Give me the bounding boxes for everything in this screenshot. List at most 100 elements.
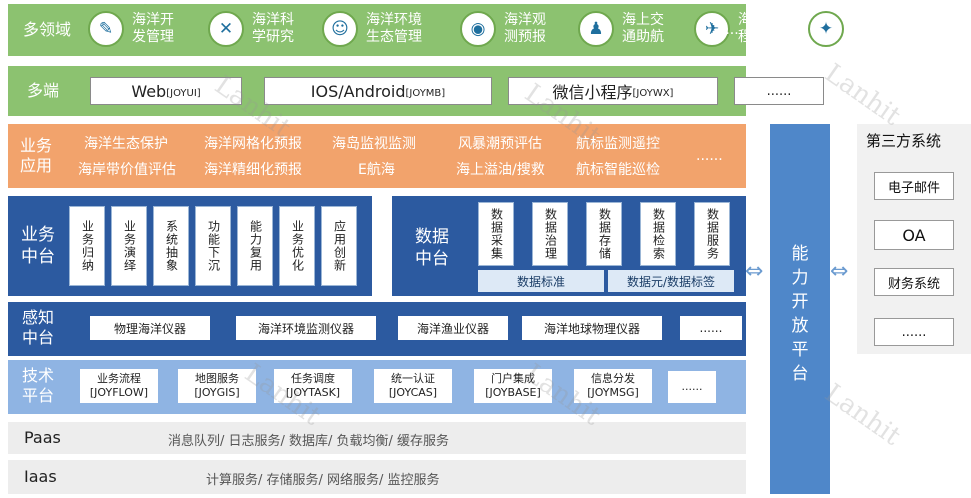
data-center-item[interactable]: 数据服务 <box>694 202 730 266</box>
domain-item[interactable]: ✈海洋工程建设 <box>694 11 798 47</box>
terminal-web[interactable]: Web[JOYUI] <box>90 77 242 105</box>
data-center-item[interactable]: 数据治理 <box>532 202 568 266</box>
domain-item[interactable]: ✕海洋科学研究 <box>208 11 312 47</box>
business-app-item[interactable]: 风暴潮预评估 <box>458 136 542 152</box>
people-group-icon: ♟ <box>578 11 614 47</box>
business-app-item[interactable]: 海洋精细化预报 <box>204 162 302 178</box>
terminal-more[interactable]: ...... <box>734 77 824 105</box>
business-center-item[interactable]: 功能下沉 <box>195 206 231 286</box>
perception-instrument[interactable]: 物理海洋仪器 <box>90 316 210 340</box>
business-apps-band: 业务 应用 海洋生态保护 海洋网格化预报 海岛监视监测 风暴潮预评估 航标监测遥控 海岸… <box>8 124 746 188</box>
terminal-wechat-tag: [JOYWX] <box>632 87 674 99</box>
domain-item-label-line: 通助航 <box>622 29 664 45</box>
business-center-item[interactable]: 业务优化 <box>279 206 315 286</box>
terminal-wechat[interactable]: 微信小程序[JOYWX] <box>508 77 718 105</box>
business-apps-label-2: 应用 <box>19 156 52 175</box>
business-center-item[interactable]: 业务演绎 <box>111 206 147 286</box>
domain-item-label-line: 发管理 <box>132 29 174 45</box>
domain-band: 多领域 ✎海洋开发管理 ✕海洋科学研究 ☺海洋环境生态管理 ◉海洋观测预报 ♟ 海上交通助… <box>8 4 894 56</box>
tech-service-code: [JOYGIS] <box>194 386 240 399</box>
third-party-finance[interactable]: 财务系统 <box>874 268 954 296</box>
domain-item-label-line: 海洋科 <box>252 12 294 28</box>
business-app-item[interactable]: 海洋网格化预报 <box>204 136 302 152</box>
paas-label: Paas <box>24 428 61 447</box>
tech-service[interactable]: 地图服务[JOYGIS] <box>178 369 256 403</box>
data-center-band: 数据 中台 数据采集数据治理数据存储数据检索数据服务 数据标准 数据元/数据标签 <box>392 196 746 296</box>
tech-service[interactable]: 门户集成[JOYBASE] <box>474 369 552 403</box>
open-platform-label: 能力开放平台 <box>791 244 809 384</box>
domain-item-label-line: 业养殖 <box>852 29 894 45</box>
business-center-item[interactable]: 能力复用 <box>237 206 273 286</box>
business-center-item[interactable]: 业务归纳 <box>69 206 105 286</box>
domain-item[interactable]: ✦海洋渔业养殖 <box>808 11 912 47</box>
iaas-band: Iaas 计算服务/ 存储服务/ 网络服务/ 监控服务 <box>8 460 746 494</box>
data-center-label-2: 中台 <box>415 249 449 269</box>
domain-item-label-line: 学研究 <box>252 29 294 45</box>
tech-service[interactable]: 任务调度[JOYTASK] <box>274 369 352 403</box>
business-center-item[interactable]: 系统抽象 <box>153 206 189 286</box>
domain-item[interactable]: ♟ 海上交通助航 <box>578 11 682 47</box>
domain-item-label: 海洋工程建设 <box>738 12 798 46</box>
domain-item[interactable]: ☺海洋环境生态管理 <box>322 11 426 47</box>
domain-item-label: 海洋环境生态管理 <box>366 12 426 46</box>
iaas-label: Iaas <box>24 467 57 486</box>
domain-item[interactable]: ✎海洋开发管理 <box>88 11 192 47</box>
domain-item[interactable]: ◉海洋观测预报 <box>460 11 564 47</box>
business-app-item[interactable]: 海洋生态保护 <box>84 136 168 152</box>
watermark: Lanhit <box>819 58 906 132</box>
domain-item-label-line: 海洋开 <box>132 12 174 28</box>
tech-service[interactable]: 业务流程[JOYFLOW] <box>80 369 158 403</box>
data-center-item[interactable]: 数据检索 <box>640 202 676 266</box>
tech-platform-label-1: 技术 <box>21 366 54 385</box>
tech-service-name: 任务调度 <box>291 372 335 385</box>
business-app-item[interactable]: 海岛监视监测 <box>332 136 416 152</box>
perception-more[interactable]: ...... <box>680 316 742 340</box>
terminal-label: 多端 <box>26 81 59 100</box>
domain-item-label: 海洋科学研究 <box>252 12 312 46</box>
tech-service-code: [JOYMSG] <box>587 386 639 399</box>
business-app-item[interactable]: 航标监测遥控 <box>576 136 660 152</box>
terminal-wechat-main: 微信小程序 <box>552 83 633 102</box>
business-app-item[interactable]: 海岸带价值评估 <box>78 162 176 178</box>
business-apps-label-1: 业务 <box>19 136 52 155</box>
satellite-icon: ✈ <box>694 11 730 47</box>
business-app-item[interactable]: 海上溢油/搜救 <box>456 162 545 178</box>
tech-service[interactable]: 统一认证[JOYCAS] <box>374 369 452 403</box>
business-center-item[interactable]: 应用创新 <box>321 206 357 286</box>
business-app-item[interactable]: E航海 <box>358 162 395 178</box>
perception-instrument[interactable]: 海洋地球物理仪器 <box>522 316 662 340</box>
data-standard[interactable]: 数据标准 <box>478 270 604 292</box>
data-center-item[interactable]: 数据采集 <box>478 202 514 266</box>
fish-icon: ✦ <box>808 11 844 47</box>
terminal-mobile[interactable]: IOS/Android[JOYMB] <box>264 77 492 105</box>
business-app-item[interactable]: 航标智能巡检 <box>576 162 660 178</box>
tech-platform-label: 技术 平台 <box>18 366 58 406</box>
perception-label: 感知 中台 <box>18 308 58 348</box>
tech-service-code: [JOYCAS] <box>388 386 438 399</box>
perception-instrument[interactable]: 海洋渔业仪器 <box>398 316 508 340</box>
terminal-band: 多端 Web[JOYUI] IOS/Android[JOYMB] 微信小程序[J… <box>8 66 824 116</box>
tech-service-name: 地图服务 <box>195 372 239 385</box>
data-center-item[interactable]: 数据存储 <box>586 202 622 266</box>
domain-item-label-line: 测预报 <box>504 29 546 45</box>
perception-instrument[interactable]: 海洋环境监测仪器 <box>236 316 376 340</box>
third-party-oa[interactable]: OA <box>874 220 954 250</box>
iaas-services: 计算服务/ 存储服务/ 网络服务/ 监控服务 <box>206 473 440 488</box>
third-party-email[interactable]: 电子邮件 <box>874 172 954 200</box>
third-party-title: 第三方系统 <box>866 132 942 150</box>
domain-item-label-line: 程建设 <box>738 29 780 45</box>
terminal-mobile-tag: [JOYMB] <box>405 87 446 99</box>
tech-service[interactable]: 信息分发[JOYMSG] <box>574 369 652 403</box>
domain-label: 多领域 <box>22 20 71 39</box>
terminal-web-tag: [JOYUI] <box>166 87 201 99</box>
domain-item-label-line: 海上交 <box>622 12 664 28</box>
data-center-label: 数据 中台 <box>412 226 452 270</box>
tech-more[interactable]: ...... <box>668 371 716 403</box>
open-platform-band[interactable]: 能力开放平台 <box>770 124 830 494</box>
tech-service-name: 统一认证 <box>391 372 435 385</box>
double-arrow-icon-left: ⇔ <box>745 259 764 284</box>
domain-item-label-line: 生态管理 <box>366 29 422 45</box>
paas-band: Paas 消息队列/ 日志服务/ 数据库/ 负载均衡/ 缓存服务 <box>8 422 746 454</box>
data-element-tag[interactable]: 数据元/数据标签 <box>608 270 734 292</box>
third-party-more[interactable]: ...... <box>874 318 954 346</box>
